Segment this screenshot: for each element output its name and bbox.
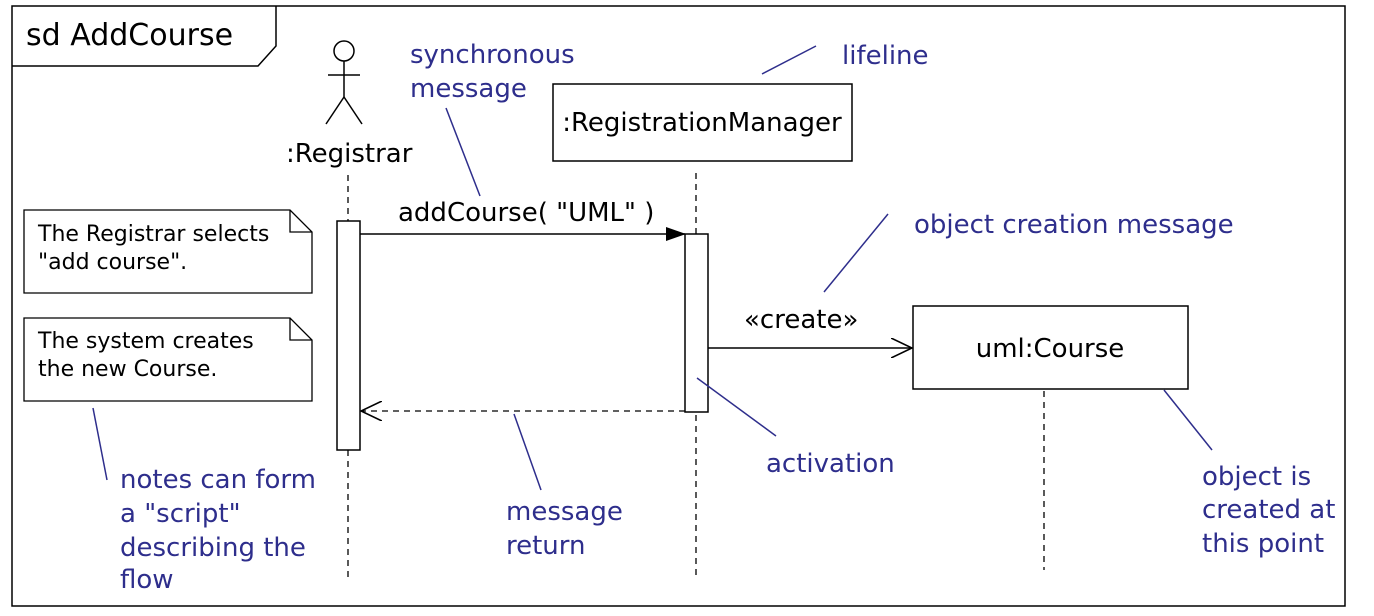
note1-line1: The Registrar selects bbox=[37, 222, 269, 247]
frame-title: sd AddCourse bbox=[26, 18, 233, 53]
leader-object-creation bbox=[823, 213, 889, 293]
course-box bbox=[912, 305, 1189, 390]
manager-activation bbox=[684, 233, 709, 413]
note2-line2: the new Course. bbox=[38, 357, 217, 382]
annotation-message-return: message return bbox=[506, 497, 631, 561]
annotation-lifeline: lifeline bbox=[842, 41, 929, 71]
frame-title-pentagon bbox=[12, 6, 277, 67]
registrar-label: :Registrar bbox=[286, 139, 413, 169]
note-system-creates: The system creates the new Course. bbox=[23, 317, 313, 402]
leader-synchronous-message bbox=[445, 107, 481, 197]
svg-text:The system creates the n: The system creates the new Course. bbox=[37, 329, 261, 382]
annotation-object-created: object is created at this point bbox=[1202, 462, 1344, 559]
annotation-object-creation-message: object creation message bbox=[914, 210, 1234, 240]
registration-manager-label: :RegistrationManager bbox=[562, 108, 842, 138]
create-message-label: «create» bbox=[744, 305, 858, 335]
annotation-synchronous-message: synchronous message bbox=[410, 40, 583, 104]
leader-lifeline bbox=[761, 45, 817, 75]
leader-message-return bbox=[513, 413, 542, 491]
note2-line1: The system creates bbox=[37, 329, 254, 354]
add-course-message-label: addCourse( "UML" ) bbox=[398, 198, 654, 228]
diagram-frame bbox=[11, 5, 1346, 607]
annotation-activation: activation bbox=[766, 449, 895, 479]
registration-manager-box bbox=[552, 83, 853, 162]
svg-text:The Registrar selects "a: The Registrar selects "add course". bbox=[37, 222, 276, 275]
registrar-actor bbox=[325, 40, 363, 125]
registrar-activation bbox=[336, 220, 361, 451]
leader-object-created bbox=[1163, 389, 1213, 451]
leader-activation bbox=[696, 377, 777, 437]
note1-line2: "add course". bbox=[38, 250, 187, 275]
annotation-notes-script: notes can form a "script" describing the… bbox=[120, 465, 324, 595]
course-label: uml:Course bbox=[976, 334, 1125, 364]
leader-notes bbox=[92, 407, 108, 481]
actor-head-icon bbox=[333, 40, 355, 62]
note-registrar-selects: The Registrar selects "add course". bbox=[23, 209, 313, 294]
